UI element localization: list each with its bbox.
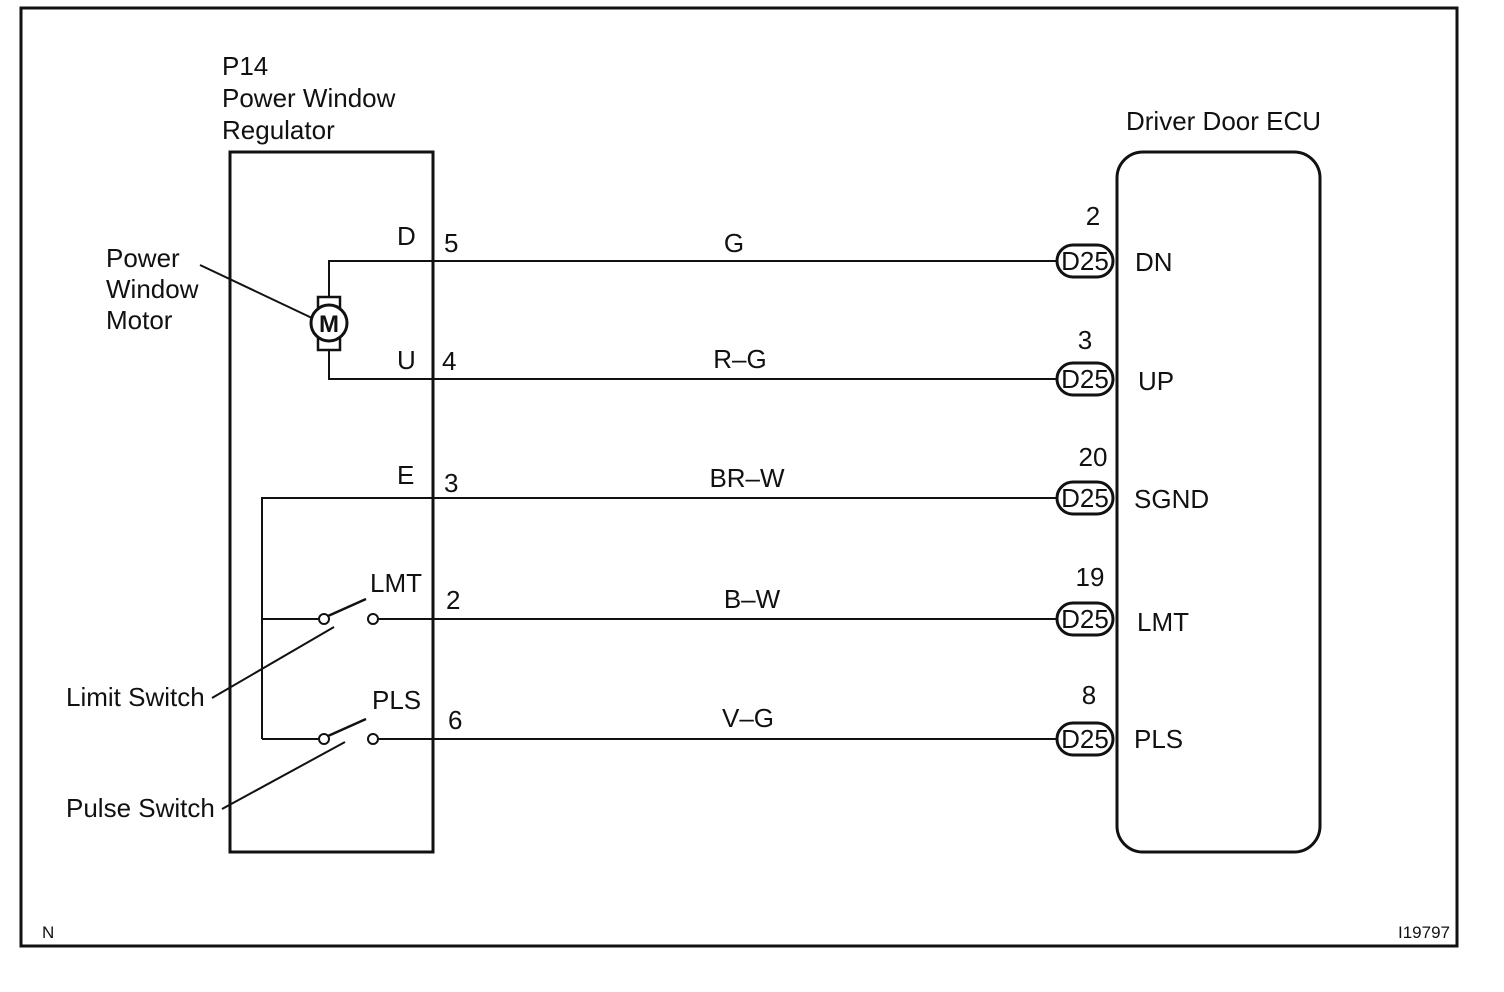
motor-label-line3: Motor — [106, 305, 173, 335]
ecu-pin-20: 20 — [1079, 442, 1108, 472]
motor-label-line1: Power — [106, 243, 180, 273]
regulator-connector-code: P14 — [222, 51, 268, 81]
connector-d25-up: D25 — [1055, 361, 1115, 397]
reg-pin-2: 2 — [446, 585, 460, 615]
connector-d25-pls-label: D25 — [1061, 724, 1109, 754]
connector-d25-sgnd-label: D25 — [1061, 483, 1109, 513]
figure-id: I19797 — [1398, 923, 1450, 942]
ecu-term-dn: DN — [1135, 247, 1173, 277]
wire-color-g: G — [724, 228, 744, 258]
wire-br-w — [261, 497, 1060, 739]
ecu-pin-8: 8 — [1082, 680, 1096, 710]
wire-color-r-g: R–G — [713, 344, 766, 374]
pulse-switch-leader — [221, 741, 346, 810]
regulator-name-line1: Power Window — [222, 83, 396, 113]
connector-d25-pls: D25 — [1055, 721, 1115, 757]
reg-term-e: E — [397, 460, 414, 490]
wire-color-b-w: B–W — [724, 584, 781, 614]
limit-switch-label: Limit Switch — [66, 682, 205, 712]
reg-term-d: D — [397, 221, 416, 251]
connector-d25-up-label: D25 — [1061, 364, 1109, 394]
ecu-box — [1115, 150, 1322, 854]
power-window-motor: M — [309, 260, 433, 380]
ecu-pin-2: 2 — [1086, 201, 1100, 231]
reg-pin-5: 5 — [444, 228, 458, 258]
ecu-term-lmt: LMT — [1137, 607, 1189, 637]
ecu-term-pls: PLS — [1134, 724, 1183, 754]
motor-symbol: M — [319, 311, 339, 338]
ecu-term-sgnd: SGND — [1134, 484, 1209, 514]
reg-pin-4: 4 — [442, 346, 456, 376]
ecu-term-up: UP — [1138, 366, 1174, 396]
reg-term-lmt: LMT — [370, 568, 422, 598]
pulse-switch-label: Pulse Switch — [66, 793, 215, 823]
ecu-pin-19: 19 — [1076, 562, 1105, 592]
footer-code: N — [42, 923, 54, 942]
regulator-box — [228, 150, 435, 854]
reg-pin-3: 3 — [444, 468, 458, 498]
regulator-name-line2: Regulator — [222, 115, 335, 145]
connector-d25-lmt-label: D25 — [1061, 604, 1109, 634]
reg-term-u: U — [397, 345, 416, 375]
limit-switch-leader — [211, 626, 335, 699]
ecu-name: Driver Door ECU — [1126, 106, 1321, 136]
diagram-frame — [19, 6, 1459, 948]
pulse-switch — [262, 717, 1060, 745]
wire-color-v-g: V–G — [722, 703, 774, 733]
wire-color-br-w: BR–W — [709, 463, 785, 493]
limit-switch — [262, 597, 1060, 625]
connector-d25-dn: D25 — [1055, 243, 1115, 279]
connector-d25-sgnd: D25 — [1055, 480, 1115, 516]
reg-pin-6: 6 — [448, 705, 462, 735]
motor-label-line2: Window — [106, 274, 199, 304]
ecu-pin-3: 3 — [1078, 325, 1092, 355]
motor-leader-line — [199, 264, 313, 319]
reg-term-pls: PLS — [372, 685, 421, 715]
connector-d25-lmt: D25 — [1055, 601, 1115, 637]
connector-d25-dn-label: D25 — [1061, 246, 1109, 276]
